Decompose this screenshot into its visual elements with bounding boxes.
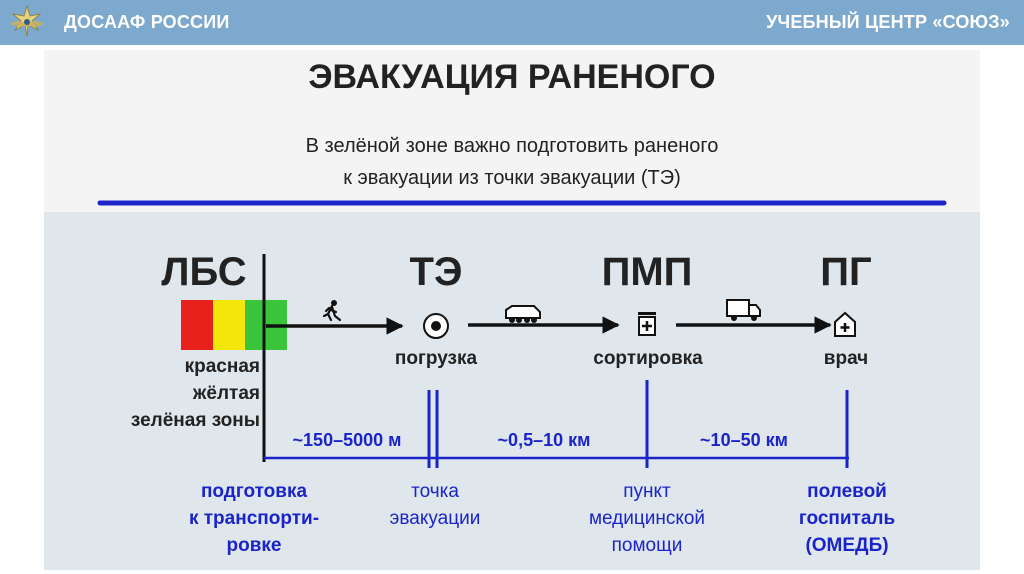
action-te: погрузка: [394, 348, 478, 369]
bottom-label-pg: полевой госпиталь (ОМЕДБ): [798, 481, 896, 556]
header-right-title: УЧЕБНЫЙ ЦЕНТР «СОЮЗ»: [766, 12, 1010, 32]
subtitle-line-2: к эвакуации из точки эвакуации (ТЭ): [343, 167, 681, 189]
bottom-label-lbs: подготовка к транспорти- ровке: [188, 481, 320, 556]
running-soldier-icon: [322, 300, 342, 322]
zone-label-green: зелёная зоны: [130, 410, 260, 431]
truck-icon: [726, 299, 761, 321]
slide-panel: ЭВАКУАЦИЯ РАНЕНОГО В зелёной зоне важно …: [44, 50, 980, 570]
stage-pmp: ПМП: [601, 250, 693, 294]
first-aid-kit-icon: [638, 312, 656, 336]
bottom-label-pmp: пункт медицинской помощи: [588, 481, 706, 556]
slide-diagram-area: [44, 212, 980, 570]
slide-subtitle: В зелёной зоне важно подготовить раненог…: [44, 130, 980, 194]
armored-vehicle-icon: [505, 305, 541, 323]
target-point-icon: [423, 313, 449, 339]
hospital-icon: [834, 311, 856, 337]
action-pg: врач: [823, 348, 869, 369]
header-left-title: ДОСААФ РОССИИ: [64, 12, 230, 32]
zone-label-yellow: жёлтая: [192, 383, 260, 404]
slide-title: ЭВАКУАЦИЯ РАНЕНОГО: [308, 58, 716, 96]
slide-top-area: [44, 50, 980, 212]
zone-labels: красная жёлтая зелёная зоны: [84, 353, 260, 434]
bottom-label-te: точка эвакуации: [389, 481, 481, 529]
yellow-zone-bar: [213, 300, 245, 350]
zone-label-red: красная: [184, 356, 260, 377]
red-zone-bar: [181, 300, 213, 350]
header-bar: ДОСААФ РОССИИ УЧЕБНЫЙ ЦЕНТР «СОЮЗ»: [0, 0, 1024, 45]
distance-te-pmp: ~0,5–10 км: [497, 430, 591, 450]
distance-lbs-te: ~150–5000 м: [292, 430, 402, 450]
dosaaf-emblem-icon: [10, 4, 44, 37]
stage-pg: ПГ: [820, 250, 872, 294]
action-pmp: сортировка: [593, 348, 703, 369]
stage-te: ТЭ: [409, 250, 463, 294]
stage-lbs: ЛБС: [161, 250, 247, 294]
distance-pmp-pg: ~10–50 км: [700, 430, 788, 450]
subtitle-line-1: В зелёной зоне важно подготовить раненог…: [305, 135, 719, 157]
evacuation-diagram: [97, 200, 947, 468]
